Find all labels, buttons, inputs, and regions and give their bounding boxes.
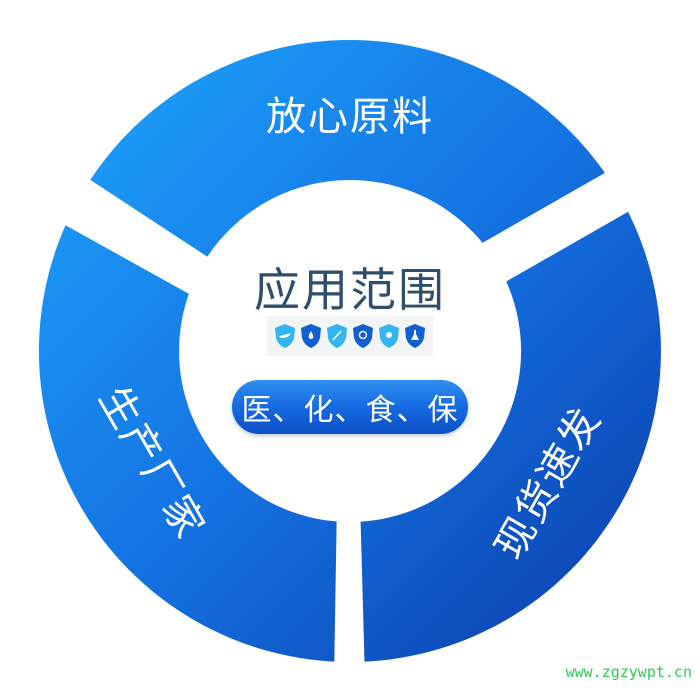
- segment-label-top: 放心原料: [266, 94, 434, 140]
- virus-shield-icon: [379, 324, 399, 348]
- icon-strip: [267, 316, 433, 356]
- gear-shield-icon: [353, 324, 373, 348]
- drop-shield-icon: [301, 324, 321, 348]
- center-title: 应用范围: [254, 263, 446, 317]
- gap-left: [20, 160, 220, 300]
- ring-body: [38, 40, 661, 662]
- gap-bottom: [334, 500, 365, 680]
- application-pill: 医、化、食、保: [232, 380, 468, 434]
- boat-shield-icon: [275, 324, 295, 348]
- gap-right: [470, 170, 640, 285]
- flask-shield-icon: [405, 324, 425, 348]
- watermark: www.zgzywpt.cn: [565, 663, 692, 681]
- pen-shield-icon: [327, 324, 347, 348]
